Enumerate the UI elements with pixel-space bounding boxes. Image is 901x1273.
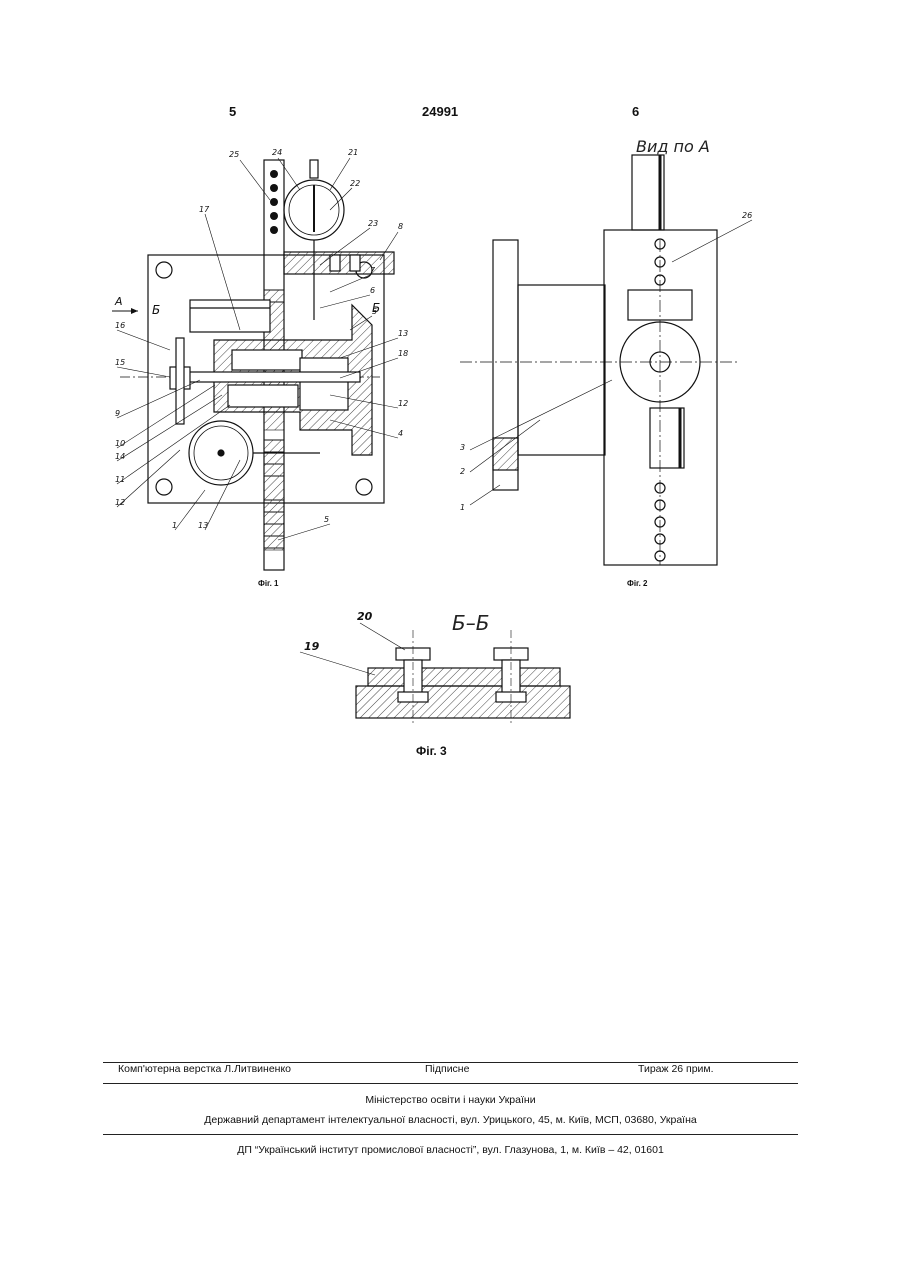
fig1-label: 13: [398, 329, 408, 338]
technical-drawings: 25 24 21 22 17 23 8 7 6 5 13 18 16 15 9 …: [0, 0, 901, 800]
section-mark: Б: [152, 303, 160, 317]
section-title: Б–Б: [452, 611, 489, 635]
fig2-label: 3: [460, 443, 465, 452]
fig1-label: 22: [350, 179, 360, 188]
fig1-label: 10: [115, 439, 125, 448]
footer-rule-bottom: [103, 1134, 798, 1135]
fig1-label: 23: [368, 219, 378, 228]
lower-plate: [356, 686, 570, 718]
side-plate: [604, 230, 717, 565]
fig1-label: 8: [398, 222, 403, 231]
fig1-label: 12: [115, 498, 125, 507]
fig1-label: 9: [115, 409, 120, 418]
figure-1-drawing: [117, 158, 398, 570]
fig1-label: 6: [370, 286, 375, 295]
fig1-label: 15: [115, 358, 125, 367]
view-title: Вид по А: [636, 137, 710, 156]
fig3-caption: Фіг. 3: [416, 744, 447, 758]
view-arrow-label: А: [114, 295, 123, 308]
fig1-label: 21: [348, 148, 358, 157]
section-mark: Б: [372, 301, 380, 315]
figure-2-labels: Вид по А 26 3 2 1 Фіг. 2: [460, 137, 752, 588]
footer-circulation: Тираж 26 прим.: [638, 1063, 714, 1075]
footer-department: Державний департамент інтелектуальної вл…: [0, 1114, 901, 1126]
fig2-label: 1: [460, 503, 465, 512]
fig1-label: 12: [398, 399, 408, 408]
fig1-label: 11: [115, 475, 125, 484]
fig2-label: 26: [742, 211, 752, 220]
fig2-label: 2: [460, 467, 465, 476]
upper-plate: [368, 668, 560, 686]
fig1-label: 16: [115, 321, 125, 330]
fig1-label: 14: [115, 452, 125, 461]
fig1-label: 18: [398, 349, 408, 358]
upper-knob: [190, 300, 270, 332]
fig1-label: 5: [324, 515, 329, 524]
figure-2-drawing: [460, 155, 752, 565]
fig3-label: 19: [304, 640, 320, 653]
fig1-label: 1: [172, 521, 177, 530]
fig2-caption: Фіг. 2: [627, 579, 648, 588]
footer-ministry: Міністерство освіти і науки України: [0, 1094, 901, 1106]
fig1-label: 4: [398, 429, 403, 438]
fig1-label: 24: [272, 148, 282, 157]
fig1-label: 17: [199, 205, 210, 214]
footer-layout: Комп'ютерна верстка Л.Литвиненко: [118, 1063, 291, 1075]
footer-signed: Підписне: [425, 1063, 469, 1075]
fig1-caption: Фіг. 1: [258, 579, 279, 588]
fig1-label: 13: [198, 521, 208, 530]
fig1-label: 25: [229, 150, 239, 159]
footer-rule-mid: [103, 1083, 798, 1084]
fig3-label: 20: [357, 610, 373, 623]
footer-institute: ДП “Український інститут промислової вла…: [0, 1144, 901, 1156]
figure-3-drawing: [300, 623, 570, 725]
